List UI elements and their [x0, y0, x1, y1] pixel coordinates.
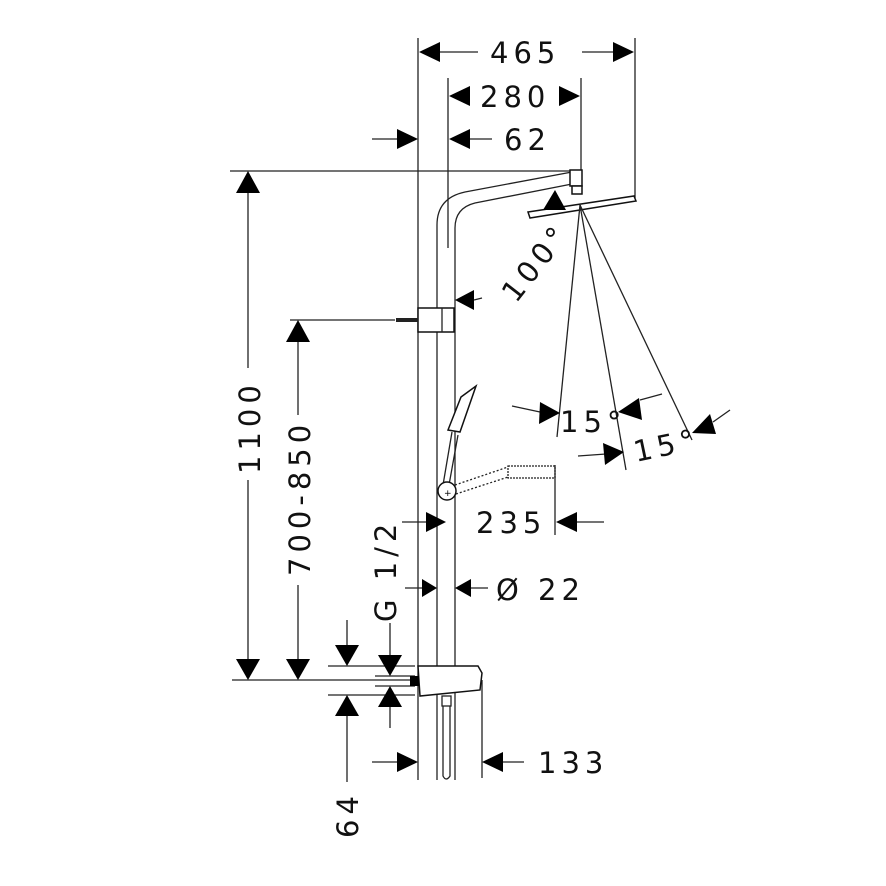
wall-bracket [417, 307, 455, 333]
arrow-64-top [335, 645, 359, 666]
dim-mixer-height: 700-850 [283, 420, 317, 576]
arrow-1100-bottom [236, 659, 260, 680]
svg-text:+: + [444, 489, 452, 499]
head-shower [527, 195, 638, 219]
spray-line-1 [556, 204, 581, 438]
hand-shower [446, 383, 478, 433]
arrow-15-a-left [539, 402, 560, 424]
extension-lines [230, 38, 636, 780]
mixer-connection [410, 676, 419, 686]
arrow-22-left [422, 579, 437, 597]
arrow-22-right [455, 579, 471, 597]
arrow-100-deg-head [543, 190, 566, 210]
spray-lines [556, 204, 693, 471]
shower-arm-outer [436, 171, 573, 250]
arrow-64-bottom [335, 695, 359, 716]
dim-spray-angle: 100° [495, 217, 577, 309]
arrow-g12-bottom [378, 686, 402, 707]
arrow-15-a-right [618, 398, 642, 420]
arrow-133-left [397, 752, 418, 772]
dim-arm-offset: 62 [504, 123, 551, 157]
dimension-lines [236, 42, 731, 782]
arrow-1100-top [236, 171, 260, 193]
arrow-62-left [397, 129, 418, 149]
dim-spray-angle-outer: 15° [630, 422, 702, 469]
arrow-g12-top [378, 655, 402, 676]
dim-hand-shower-projection: 235 [476, 506, 546, 540]
arrow-700-850-top [286, 320, 310, 342]
dim-total-height: 1100 [233, 380, 267, 474]
thermostat-mixer [417, 665, 483, 697]
bracket-screw [396, 318, 418, 322]
arrow-465-left [419, 42, 440, 62]
spray-line-2 [579, 204, 627, 471]
arrow-465-right [613, 42, 634, 62]
arrow-62-right [449, 129, 470, 149]
shower-arm-inner [454, 183, 573, 240]
slider-knob [437, 481, 457, 501]
hand-shower-hose-a [442, 431, 453, 486]
dim-arm-projection: 280 [480, 80, 550, 114]
shower-column: + [396, 169, 638, 780]
hand-shower-hose-b [448, 434, 459, 486]
arrow-235-right [556, 512, 577, 532]
arrow-133-right [482, 752, 503, 772]
tub-spout [442, 706, 451, 780]
arrow-100-deg [455, 290, 474, 310]
arrow-15-b-left [603, 443, 624, 465]
spray-line-3 [579, 204, 693, 441]
dim-pipe-diameter: Ø 22 [496, 573, 585, 607]
dim-connection-thread: G 1/2 [369, 519, 403, 622]
ball-joint [571, 185, 583, 195]
arrow-280-left [449, 86, 470, 106]
arrow-700-850-bottom [286, 659, 310, 680]
hand-shower-extended [507, 465, 556, 479]
hand-shower-extended-a [454, 466, 509, 486]
dim-spray-angle-inner: 15° [560, 405, 626, 439]
dim-mixer-depth: 133 [538, 746, 608, 780]
dim-overall-width: 465 [490, 36, 560, 70]
hand-shower-extended-b [455, 476, 509, 495]
arm-connector [569, 169, 583, 187]
arrow-280-right [559, 86, 580, 106]
dimension-labels: 465 280 62 100° 15° 15° 235 Ø 22 1100 70… [233, 36, 702, 838]
arrow-15-b-right [692, 414, 716, 434]
dim-connection-offset: 64 [331, 791, 365, 838]
arrow-235-left [426, 512, 446, 532]
